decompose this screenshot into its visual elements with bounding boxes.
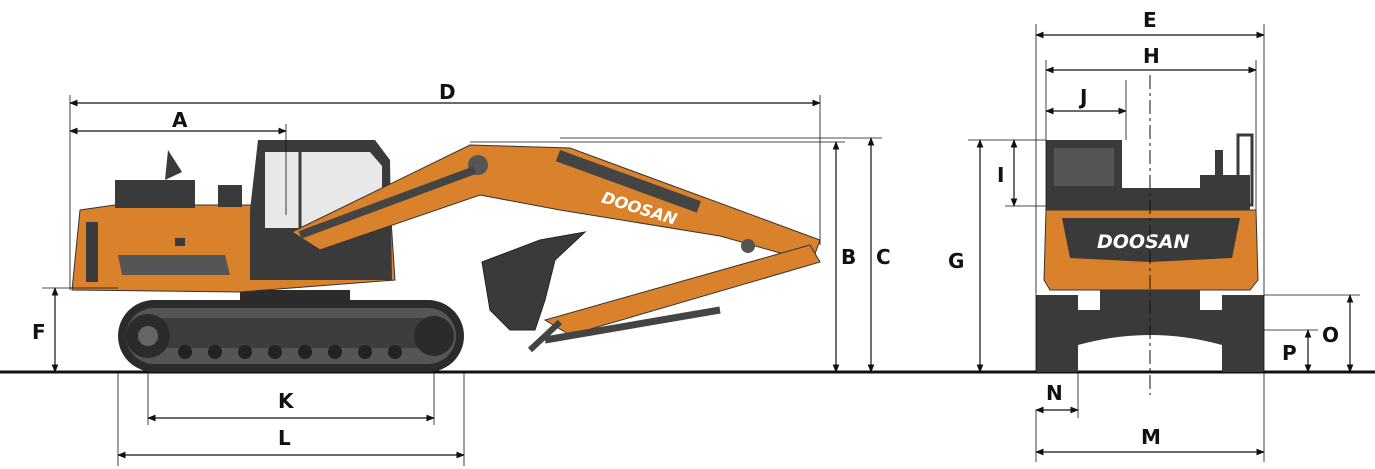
- label-D: D: [439, 80, 456, 104]
- label-J: J: [1078, 85, 1087, 109]
- label-L: L: [278, 426, 291, 450]
- label-I: I: [997, 163, 1004, 187]
- side-arm: [527, 244, 821, 353]
- label-C: C: [876, 245, 891, 269]
- rear-view-excavator: DOOSAN: [1036, 75, 1264, 395]
- label-E: E: [1143, 8, 1157, 32]
- side-view-excavator: DOOSAN: [71, 140, 821, 372]
- label-G: G: [948, 249, 964, 273]
- label-M: M: [1141, 425, 1161, 449]
- label-H: H: [1143, 44, 1160, 68]
- label-B: B: [841, 245, 856, 269]
- label-N: N: [1046, 381, 1063, 405]
- side-bucket: [481, 231, 587, 331]
- rear-dimensions: [968, 24, 1360, 462]
- side-track: [118, 290, 464, 372]
- side-dimensions: [42, 95, 882, 466]
- rear-left-track: [1036, 295, 1078, 372]
- label-P: P: [1282, 341, 1297, 365]
- label-F: F: [32, 320, 46, 344]
- label-A: A: [172, 108, 188, 132]
- rear-logo: DOOSAN: [1097, 231, 1189, 253]
- label-O: O: [1322, 323, 1339, 347]
- label-K: K: [278, 389, 295, 413]
- side-boom: [290, 144, 821, 263]
- rear-right-track: [1222, 295, 1264, 372]
